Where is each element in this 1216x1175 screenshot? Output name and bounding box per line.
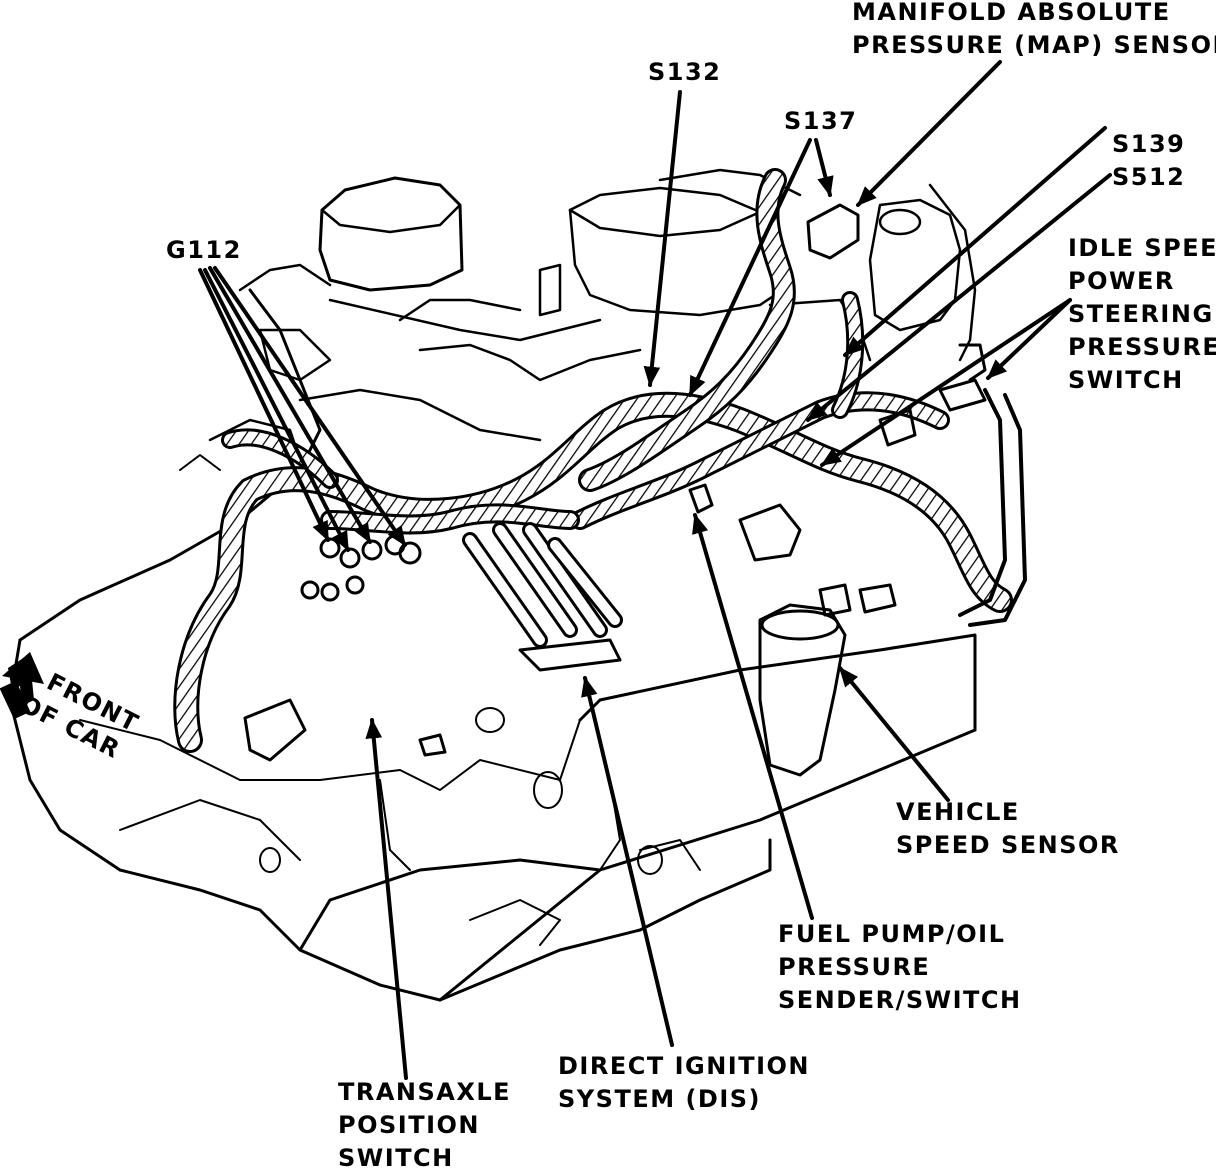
ignition-leads (462, 522, 623, 672)
label-s132: S132 (648, 58, 722, 86)
sensor-bodies (243, 203, 1027, 777)
ground-terminals (300, 534, 422, 602)
leader-transaxle (365, 718, 408, 1080)
label-fuel-pump-sender: FUEL PUMP/OIL PRESSURE SENDER/SWITCH (778, 920, 1022, 1014)
leader-map-sensor (856, 60, 1002, 207)
leader-g112-b (203, 268, 350, 552)
leader-g112-d (213, 266, 407, 547)
label-s137: S137 (784, 107, 858, 135)
leader-s132 (643, 90, 682, 387)
leader-g112-c (208, 266, 372, 544)
leader-lines (198, 60, 1112, 1080)
leader-idle-speed-b (820, 298, 1072, 467)
leader-s139 (843, 126, 1107, 357)
label-s139-s512: S139 S512 (1112, 128, 1185, 194)
label-map-sensor-line1: MANIFOLD ABSOLUTE (852, 0, 1171, 26)
label-s139: S139 (1112, 130, 1186, 158)
label-idle-speed-switch: IDLE SPEED POWER STEERING PRESSURE SWITC… (1068, 234, 1216, 394)
leader-s137-b (814, 138, 834, 197)
wiring-harness (173, 168, 1013, 753)
leader-dis (581, 676, 674, 1047)
label-map-sensor-line2: PRESSURE (MAP) SENSOR (852, 31, 1216, 59)
label-map-sensor: MANIFOLD ABSOLUTE PRESSURE (MAP) SENSOR (852, 0, 1216, 62)
engine-block-outline (8, 288, 977, 1002)
leader-idle-speed (986, 298, 1072, 380)
label-dis: DIRECT IGNITION SYSTEM (DIS) (558, 1052, 810, 1113)
leader-vehicle-speed (838, 666, 950, 802)
leader-s137-a (688, 138, 812, 397)
front-of-car-arrow (0, 652, 44, 720)
label-s512: S512 (1112, 163, 1186, 191)
leader-fuel-pump (692, 513, 814, 920)
leader-s512 (806, 173, 1112, 422)
label-vehicle-speed-sensor: VEHICLE SPEED SENSOR (896, 798, 1120, 859)
leader-g112-a (198, 268, 330, 542)
label-transaxle-switch: TRANSAXLE POSITION SWITCH (338, 1078, 512, 1172)
label-g112: G112 (166, 236, 242, 264)
